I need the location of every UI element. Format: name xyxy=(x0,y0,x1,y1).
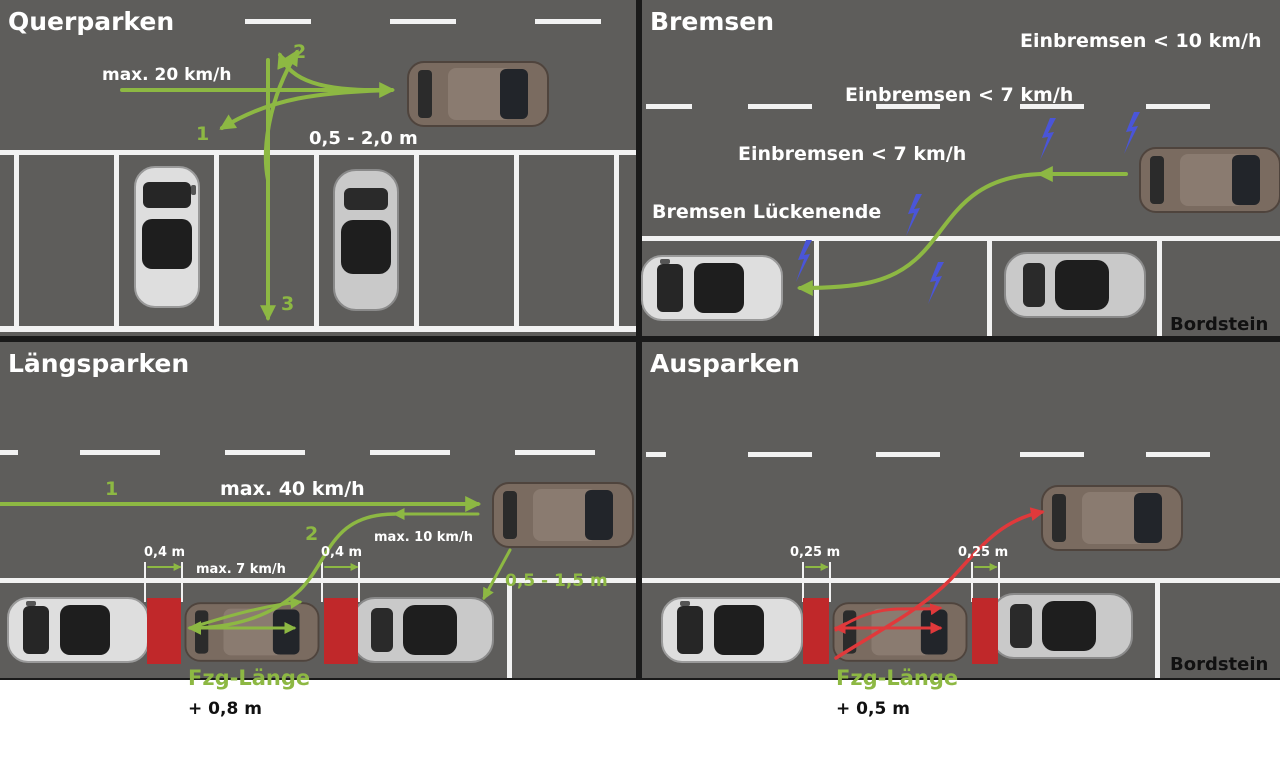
gap-block-right xyxy=(324,598,358,664)
bremsen-arrow xyxy=(796,166,1128,296)
bremsen-parked-car-right xyxy=(1004,252,1146,318)
parked-car-right xyxy=(333,169,399,311)
lightning-icon xyxy=(796,112,1140,304)
laengsparken-markings xyxy=(0,450,636,678)
querparken-step-2: 2 xyxy=(293,41,306,63)
aus-parked-car-left xyxy=(661,597,803,663)
laengsparken-title: Längsparken xyxy=(8,349,189,378)
querparken-markings xyxy=(0,19,636,332)
gap-block-left xyxy=(147,598,181,664)
aus-parked-car-right xyxy=(991,593,1133,659)
aus-departed-car xyxy=(1041,485,1183,551)
aus-gap-right-label: 0,25 m xyxy=(958,545,1008,560)
laengs-length-add-label: + 0,8 m xyxy=(188,699,262,719)
laengs-approaching-car xyxy=(492,482,634,548)
laengs-gap-left-label: 0,4 m xyxy=(144,545,185,560)
ausparken-title: Ausparken xyxy=(650,349,800,378)
querparken-title: Querparken xyxy=(8,7,174,36)
laengs-speed-10: max. 10 km/h xyxy=(374,530,473,545)
laengs-step-2: 2 xyxy=(305,523,318,545)
laengs-speed-7: max. 7 km/h xyxy=(196,562,286,577)
aus-gap-left-label: 0,25 m xyxy=(790,545,840,560)
querparken-step-3: 3 xyxy=(281,293,294,315)
aus-length-label: Fzg-Länge xyxy=(836,666,958,690)
querparken-step-1: 1 xyxy=(196,123,209,145)
aus-gap-block-left xyxy=(803,598,829,664)
bremsen-parked-car-left xyxy=(641,255,783,321)
parked-car-left xyxy=(134,166,200,308)
brake-label-7kmh-lower: Einbremsen < 7 km/h xyxy=(738,143,966,165)
ausparken-arrows xyxy=(805,507,1045,660)
brake-label-7kmh-upper: Einbremsen < 7 km/h xyxy=(845,84,1073,106)
laengs-step-1: 1 xyxy=(105,478,118,500)
ausparken-curb-label: Bordstein xyxy=(1170,654,1268,675)
bremsen-approaching-car xyxy=(1139,147,1280,213)
brake-gap-end-label: Bremsen Lückenende xyxy=(652,201,881,223)
bremsen-title: Bremsen xyxy=(650,7,774,36)
laengs-gap-right-label: 0,4 m xyxy=(321,545,362,560)
laengs-parked-car-left xyxy=(7,597,149,663)
querparken-arrows xyxy=(120,49,396,322)
laengs-length-label: Fzg-Länge xyxy=(188,666,310,690)
aus-gap-block-right xyxy=(972,598,998,664)
brake-label-10kmh: Einbremsen < 10 km/h xyxy=(1020,30,1262,52)
querparken-distance-label: 0,5 - 2,0 m xyxy=(309,128,418,149)
laengsparken-arrows xyxy=(0,496,512,635)
querparken-speed-label: max. 20 km/h xyxy=(102,65,231,85)
bremsen-curb-label: Bordstein xyxy=(1170,314,1268,335)
laengs-speed-40: max. 40 km/h xyxy=(220,478,365,500)
aus-exiting-car xyxy=(832,602,968,662)
laengs-parked-car-right xyxy=(352,597,494,663)
ausparken-markings xyxy=(642,452,1280,678)
laengs-distance-label: 0,5 - 1,5 m xyxy=(505,571,608,591)
approaching-car xyxy=(407,61,549,127)
aus-length-add-label: + 0,5 m xyxy=(836,699,910,719)
